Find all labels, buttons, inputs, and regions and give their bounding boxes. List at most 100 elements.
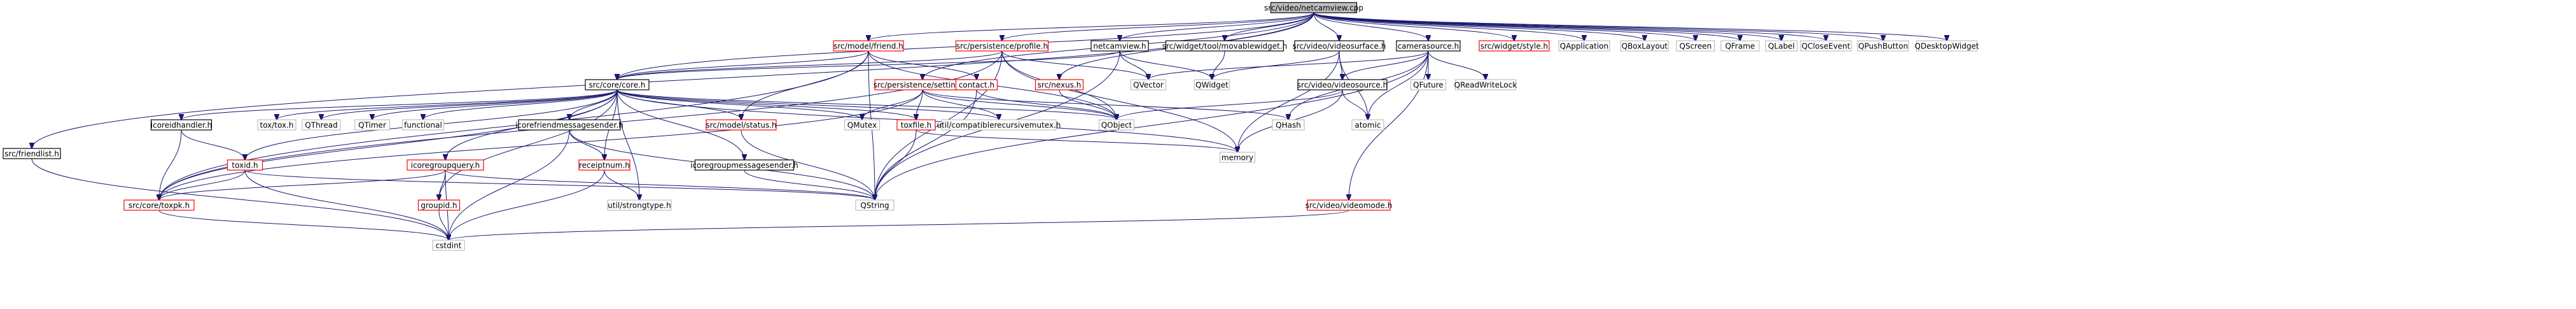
node-label: src/widget/style.h bbox=[1480, 42, 1548, 51]
node-compatrecmutex: util/compatiblerecursivemutex.h bbox=[937, 119, 1061, 131]
node-icoreidhandler[interactable]: icoreidhandler.h bbox=[151, 119, 212, 131]
node-videosurface[interactable]: src/video/videosurface.h bbox=[1293, 40, 1386, 52]
edge-core-to-toxpk bbox=[159, 89, 618, 200]
edge-core-to-toxfile bbox=[616, 89, 916, 120]
edge-core-to-groupid bbox=[439, 89, 618, 200]
node-label: QScreen bbox=[1680, 42, 1712, 51]
edge-core-to-qmutex bbox=[616, 89, 862, 120]
node-qobject: QObject bbox=[1098, 119, 1135, 131]
edge-icoregroupquery-to-toxpk bbox=[159, 169, 446, 200]
node-label: QFuture bbox=[1413, 81, 1444, 90]
edge-camerasource-to-videosource bbox=[1342, 50, 1429, 80]
edge-core-to-icoregroupmsg bbox=[616, 89, 744, 160]
edge-camerasource-to-qvector bbox=[1148, 50, 1429, 80]
node-label: QLabel bbox=[1768, 42, 1795, 51]
node-root[interactable]: src/video/netcamview.cpp bbox=[1264, 2, 1363, 13]
node-box bbox=[578, 159, 630, 171]
node-label: camerasource.h bbox=[1398, 42, 1459, 51]
node-box bbox=[354, 119, 391, 131]
node-box bbox=[1351, 119, 1384, 131]
edge-icoregroupmsg-to-qstring bbox=[744, 169, 875, 200]
edge-netcamview-to-core bbox=[617, 50, 1120, 80]
node-status[interactable]: src/model/status.h bbox=[706, 119, 777, 131]
node-settings[interactable]: src/persistence/settings.h bbox=[874, 79, 971, 90]
node-friendlist[interactable]: src/friendlist.h bbox=[3, 148, 61, 159]
node-qscreen: QScreen bbox=[1676, 40, 1715, 52]
edge-icoregroupquery-to-qstring bbox=[445, 169, 875, 200]
node-box bbox=[1194, 79, 1230, 90]
node-box bbox=[1098, 119, 1135, 131]
edge-toxid-to-qstring bbox=[244, 169, 875, 200]
node-box bbox=[1270, 2, 1358, 13]
node-box bbox=[1165, 40, 1285, 52]
node-label: src/persistence/settings.h bbox=[874, 81, 971, 90]
node-qstring: QString bbox=[855, 199, 895, 211]
node-memory: memory bbox=[1219, 152, 1256, 163]
node-qtimer: QTimer bbox=[354, 119, 391, 131]
edge-profile-to-memory bbox=[1001, 50, 1237, 152]
node-label: src/core/toxpk.h bbox=[129, 201, 190, 210]
node-profile[interactable]: src/persistence/profile.h bbox=[955, 40, 1049, 52]
node-movable[interactable]: src/widget/tool/movablewidget.h bbox=[1162, 40, 1288, 52]
node-toxtox: tox/tox.h bbox=[257, 119, 296, 131]
edge-root-to-movable bbox=[1225, 12, 1314, 41]
node-box bbox=[706, 119, 777, 131]
node-label: toxfile.h bbox=[901, 121, 931, 130]
node-label: memory bbox=[1222, 154, 1253, 162]
edge-root-to-qcloseevent bbox=[1313, 12, 1826, 41]
node-camerasource[interactable]: camerasource.h bbox=[1396, 40, 1461, 52]
node-box bbox=[1034, 79, 1084, 90]
node-box bbox=[518, 119, 621, 131]
node-netcamview[interactable]: netcamview.h bbox=[1090, 40, 1149, 52]
node-friend[interactable]: src/model/friend.h bbox=[833, 40, 904, 52]
edge-profile-to-core bbox=[617, 50, 1003, 80]
node-box bbox=[432, 240, 465, 251]
edge-profile-to-qstring bbox=[875, 50, 1003, 200]
edge-profile-to-qvector bbox=[1001, 50, 1148, 80]
node-qlabel: QLabel bbox=[1765, 40, 1798, 52]
node-icoregroupmsg[interactable]: icoregroupmessagesender.h bbox=[690, 159, 798, 171]
node-functional: functional bbox=[401, 119, 445, 131]
node-box bbox=[694, 159, 795, 171]
node-label: src/video/videosource.h bbox=[1297, 81, 1388, 90]
node-toxpk[interactable]: src/core/toxpk.h bbox=[123, 199, 195, 211]
node-box bbox=[3, 148, 61, 159]
node-label: src/widget/tool/movablewidget.h bbox=[1162, 42, 1288, 51]
node-videomode[interactable]: src/video/videomode.h bbox=[1305, 199, 1393, 211]
edge-camerasource-to-qstring bbox=[875, 50, 1429, 200]
node-receiptnum[interactable]: receiptnum.h bbox=[578, 159, 630, 171]
edge-toxid-to-cstdint bbox=[244, 169, 449, 240]
node-icorefriendmsg[interactable]: icorefriendmessagesender.h bbox=[515, 119, 623, 131]
node-box bbox=[1479, 40, 1550, 52]
edge-camerasource-to-atomic bbox=[1368, 50, 1429, 120]
node-box bbox=[257, 119, 296, 131]
node-contact[interactable]: contact.h bbox=[955, 79, 998, 90]
node-box bbox=[1720, 40, 1760, 52]
node-label: icoregroupquery.h bbox=[411, 161, 480, 170]
node-label: src/video/netcamview.cpp bbox=[1264, 4, 1363, 13]
node-box bbox=[585, 79, 650, 90]
node-core[interactable]: src/core/core.h bbox=[585, 79, 650, 90]
node-label: QObject bbox=[1101, 121, 1132, 130]
node-icoregroupquery[interactable]: icoregroupquery.h bbox=[407, 159, 484, 171]
edge-core-to-qthread bbox=[321, 89, 618, 120]
node-toxid[interactable]: toxid.h bbox=[226, 159, 263, 171]
node-label: contact.h bbox=[959, 81, 994, 90]
edge-toxfile-to-qstring bbox=[875, 129, 917, 200]
node-nexus[interactable]: src/nexus.h bbox=[1034, 79, 1084, 90]
node-label: src/friendlist.h bbox=[4, 150, 59, 159]
edge-status-to-qstring bbox=[741, 129, 875, 200]
node-groupid[interactable]: groupid.h bbox=[417, 199, 461, 211]
node-box bbox=[1410, 79, 1447, 90]
node-box bbox=[123, 199, 195, 211]
node-toxfile[interactable]: toxfile.h bbox=[896, 119, 936, 131]
node-box bbox=[401, 119, 445, 131]
node-videosource[interactable]: src/video/videosource.h bbox=[1297, 79, 1388, 90]
node-style[interactable]: src/widget/style.h bbox=[1479, 40, 1550, 52]
node-label: QWidget bbox=[1195, 81, 1229, 90]
edge-icoreidhandler-to-toxpk bbox=[159, 129, 182, 200]
edge-root-to-profile bbox=[1002, 12, 1314, 41]
node-box bbox=[407, 159, 484, 171]
edge-toxpk-to-cstdint bbox=[158, 210, 449, 240]
node-qwidget: QWidget bbox=[1194, 79, 1230, 90]
